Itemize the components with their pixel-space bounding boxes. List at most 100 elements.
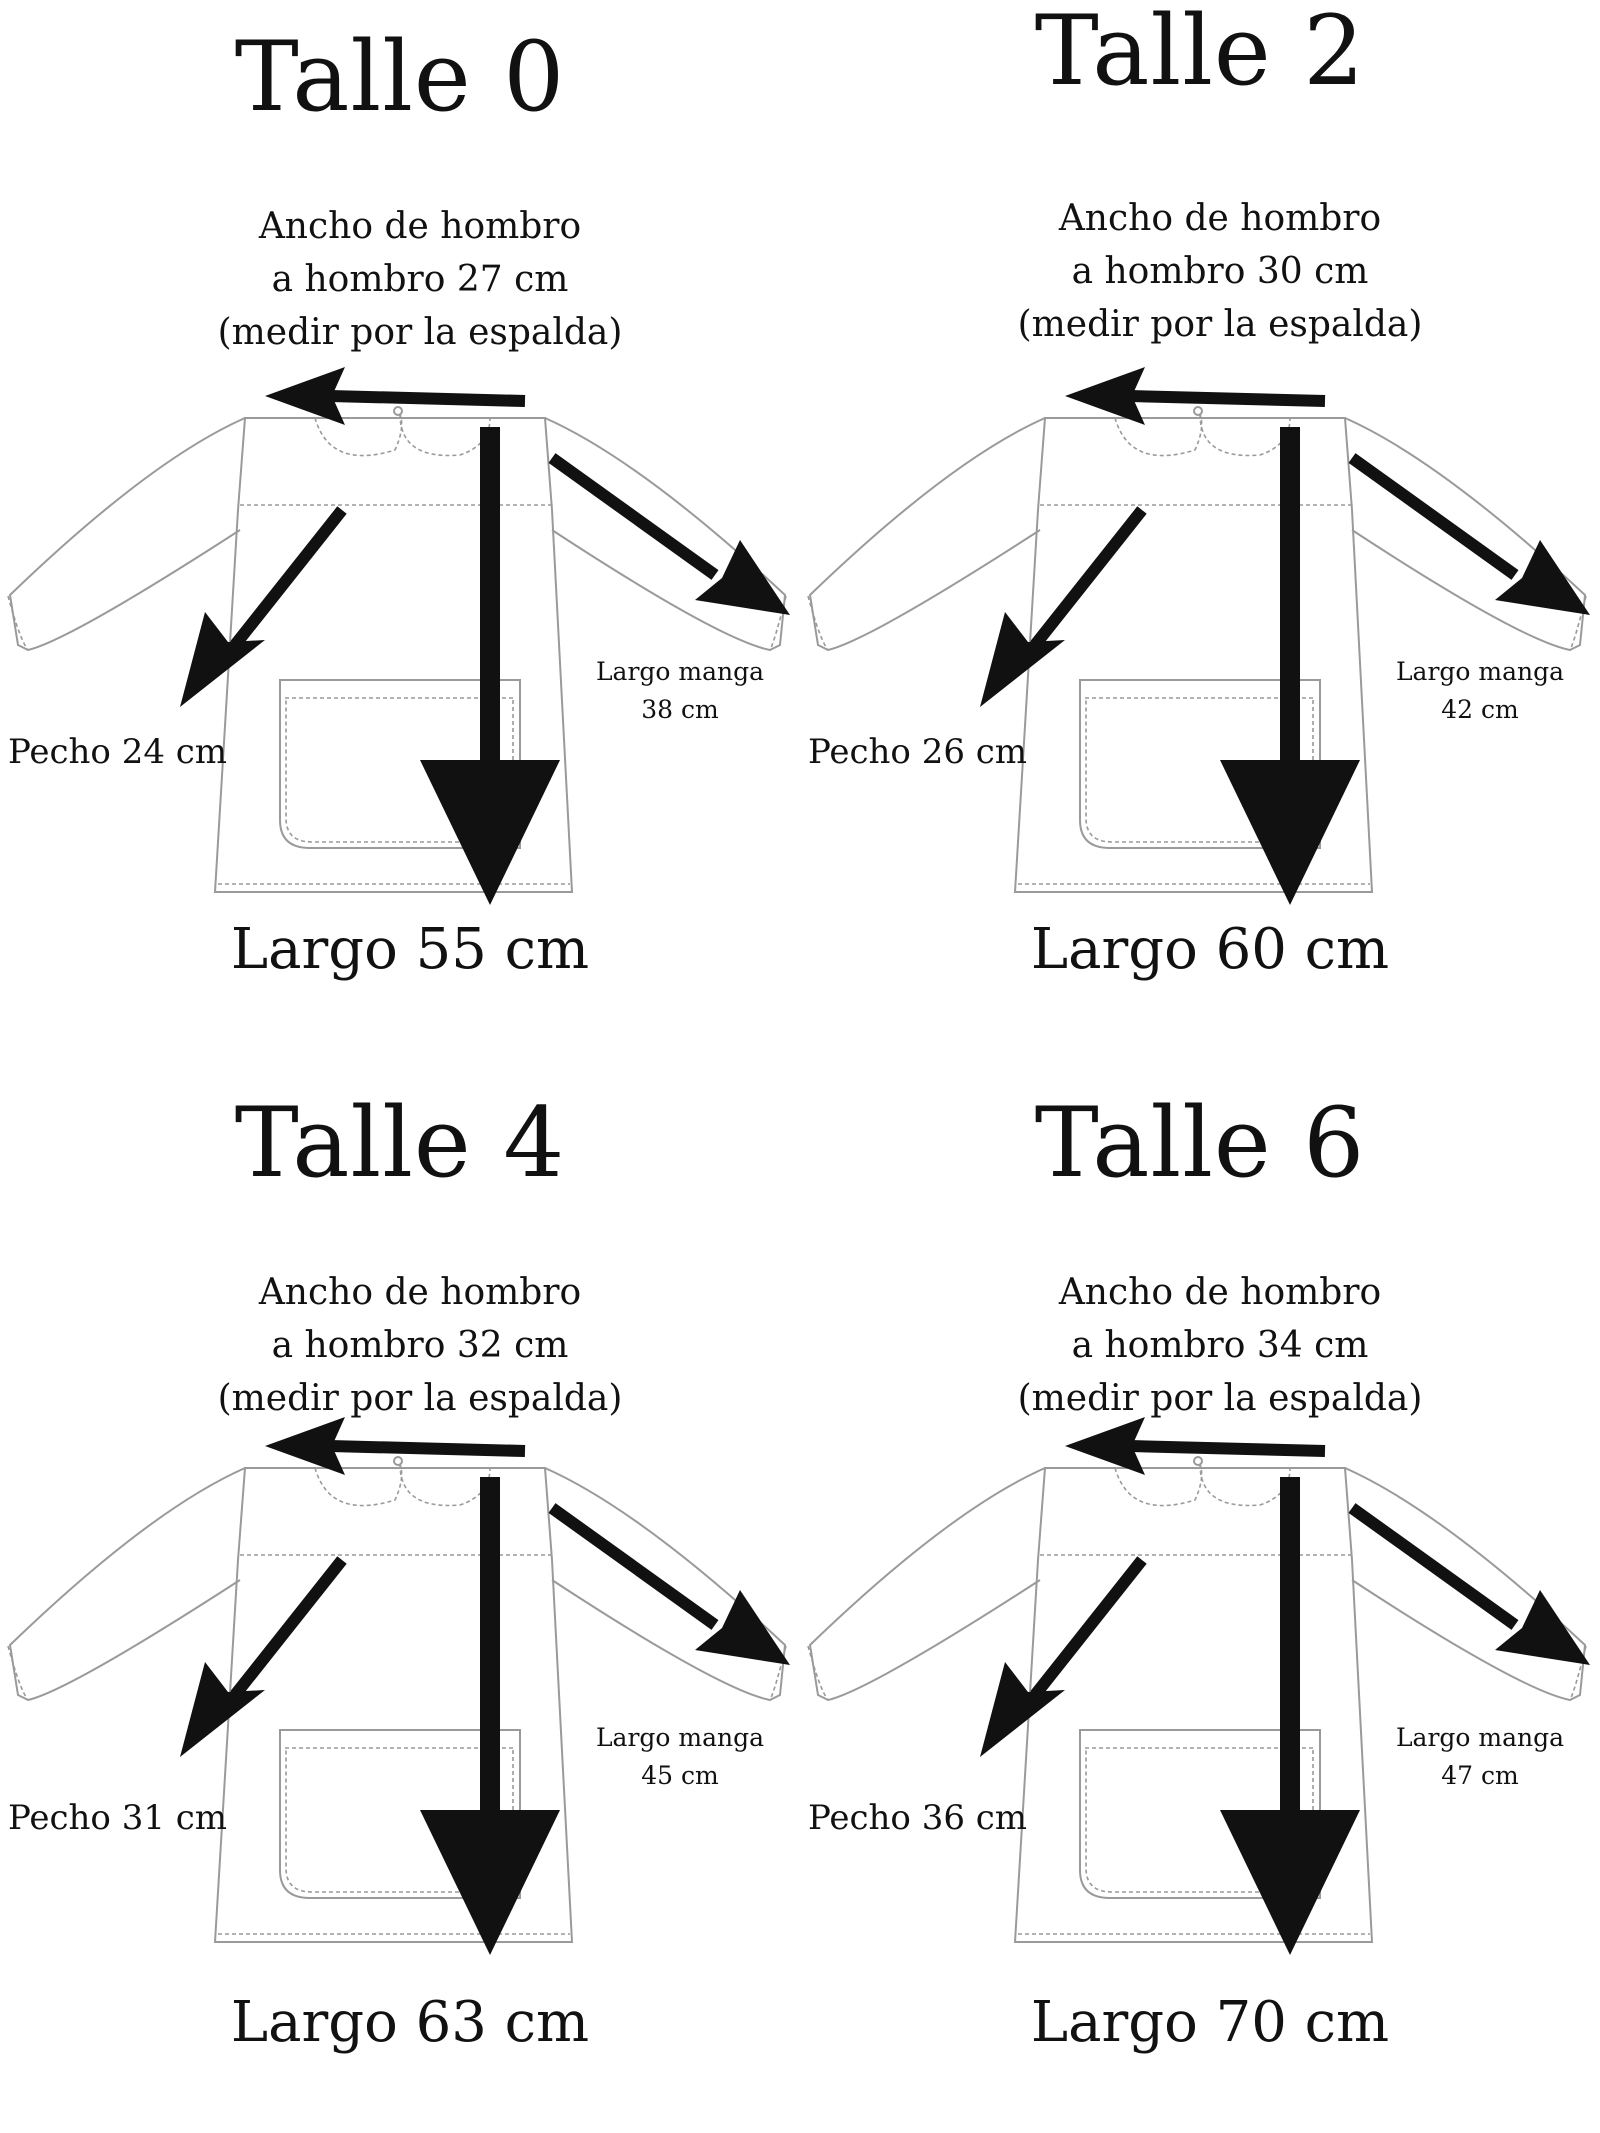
sleeve-measure-label: Largo manga 47 cm [1370,1719,1590,1795]
pocket [1079,679,1321,849]
chest-measure-label: Pecho 26 cm [808,732,1028,772]
chest-measure-label: Pecho 31 cm [8,1798,228,1838]
collar-left [1114,413,1203,457]
chest-arrow-head [980,612,1065,707]
garment-right-sleeve [1344,417,1587,652]
measurement-arrows [180,1417,790,1955]
size-title: Talle 6 [1034,1087,1366,1199]
pocket-stitch [285,1747,515,1893]
shoulder-label-value: a hombro 27 cm [271,259,569,300]
sleeve-measure-label: Largo manga 42 cm [1370,653,1590,729]
shoulder-label-note: (medir por la espalda) [1017,1378,1423,1419]
shoulder-label-line1: Ancho de hombro [1058,1272,1382,1313]
garment-right-sleeve [544,1467,787,1702]
sleeve-arrow-head [695,1590,790,1665]
shoulder-label-line1: Ancho de hombro [1058,198,1382,239]
pocket [1079,1729,1321,1899]
shoulder-arrow-shaft [329,1440,526,1457]
collar-button [393,1456,403,1466]
garment-left-sleeve [808,417,1046,652]
garment-left-sleeve [8,1467,246,1702]
size-title: Talle 0 [234,21,566,133]
length-arrow-head [1220,1810,1360,1955]
garment-illustration [807,1456,1587,1943]
sleeve-arrow-head [695,540,790,615]
pocket-stitch [1085,1747,1315,1893]
shoulder-arrow-shaft [1129,390,1326,407]
pocket-stitch [1085,697,1315,843]
collar-right [399,1463,491,1507]
garment-drawing [807,367,1590,905]
garment-right-sleeve [544,417,787,652]
garment-drawing [7,1417,790,1955]
collar-right [399,413,491,457]
collar-left [314,413,403,457]
sleeve-measure-label: Largo manga 38 cm [570,653,790,729]
shoulder-arrow-head [265,1417,345,1475]
garment-illustration [7,1456,787,1943]
size-panel-talle-0: Talle 0 Ancho de hombro a hombro 27 cm (… [0,0,800,1066]
shoulder-label-note: (medir por la espalda) [217,1378,623,1419]
shoulder-label-note: (medir por la espalda) [1017,304,1423,345]
shoulder-label-value: a hombro 34 cm [1071,1325,1369,1366]
measurement-arrows [980,367,1590,905]
sleeve-label-title: Largo manga [595,657,765,686]
length-measure-label: Largo 60 cm [1030,917,1390,982]
collar-right [1199,413,1291,457]
sleeve-arrow-head [1495,540,1590,615]
shoulder-label-note: (medir por la espalda) [217,312,623,353]
shoulder-arrow-head [265,367,345,425]
chest-measure-label: Pecho 36 cm [808,1798,1028,1838]
collar-button [393,406,403,416]
sleeve-arrow-head [1495,1590,1590,1665]
sleeve-arrow-shaft [548,1503,719,1630]
pocket-stitch [285,697,515,843]
chest-measure-label: Pecho 24 cm [8,732,228,772]
shoulder-arrow-shaft [1129,1440,1326,1457]
sleeve-label-value: 38 cm [641,695,719,724]
collar-button [1193,406,1203,416]
size-title: Talle 2 [1034,0,1366,107]
sleeve-label-value: 42 cm [1441,695,1519,724]
sleeve-measure-label: Largo manga 45 cm [570,1719,790,1795]
chest-arrow-head [980,1662,1065,1757]
sleeve-label-value: 45 cm [641,1761,719,1790]
left-cuff-stitch [7,595,29,651]
collar-right [1199,1463,1291,1507]
collar-left [1114,1463,1203,1507]
size-panel-talle-2: Talle 2 Ancho de hombro a hombro 30 cm (… [800,0,1600,1066]
garment-drawing [7,367,790,905]
sleeve-label-value: 47 cm [1441,1761,1519,1790]
garment-left-sleeve [808,1467,1046,1702]
sleeve-label-title: Largo manga [1395,1723,1565,1752]
collar-button [1193,1456,1203,1466]
left-cuff-stitch [7,1645,29,1701]
garment-illustration [7,406,787,893]
sleeve-label-title: Largo manga [595,1723,765,1752]
shoulder-arrow-head [1065,367,1145,425]
left-cuff-stitch [807,1645,829,1701]
pocket [279,1729,521,1899]
length-measure-label: Largo 55 cm [230,917,590,982]
garment-right-sleeve [1344,1467,1587,1702]
collar-left [314,1463,403,1507]
shoulder-measure-label: Ancho de hombro a hombro 34 cm (medir po… [910,1266,1530,1425]
sleeve-arrow-shaft [1348,1503,1519,1630]
length-arrow-head [1220,760,1360,905]
chest-arrow-shaft [230,506,347,649]
pocket [279,679,521,849]
size-title: Talle 4 [234,1087,566,1199]
shoulder-measure-label: Ancho de hombro a hombro 27 cm (medir po… [110,200,730,359]
length-arrow-head [420,1810,560,1955]
chest-arrow-shaft [230,1556,347,1699]
sleeve-arrow-shaft [548,453,719,580]
size-panel-talle-6: Talle 6 Ancho de hombro a hombro 34 cm (… [800,1066,1600,2132]
length-measure-label: Largo 70 cm [1030,1990,1390,2055]
size-panel-talle-4: Talle 4 Ancho de hombro a hombro 32 cm (… [0,1066,800,2132]
chest-arrow-head [180,612,265,707]
chest-arrow-shaft [1030,1556,1147,1699]
shoulder-label-line1: Ancho de hombro [258,1272,582,1313]
garment-left-sleeve [8,417,246,652]
shoulder-measure-label: Ancho de hombro a hombro 32 cm (medir po… [110,1266,730,1425]
